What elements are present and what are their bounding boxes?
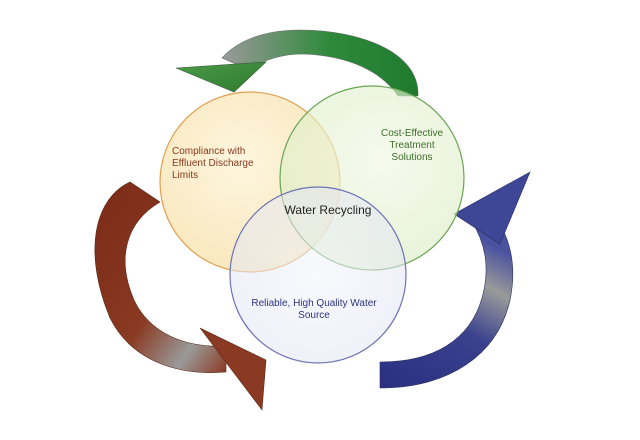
label-water-recycling: Water Recycling <box>284 203 372 217</box>
top-cycle-arrow <box>175 29 419 97</box>
label-compliance: Compliance with Effluent Discharge Limit… <box>172 146 254 181</box>
label-reliable-source: Reliable, High Quality Water Source <box>251 298 377 321</box>
label-cost-effective: Cost-Effective Treatment Solutions <box>380 128 444 163</box>
left-cycle-arrow <box>94 181 267 411</box>
right-cycle-arrow <box>379 171 531 389</box>
circle-reliable <box>229 186 407 364</box>
